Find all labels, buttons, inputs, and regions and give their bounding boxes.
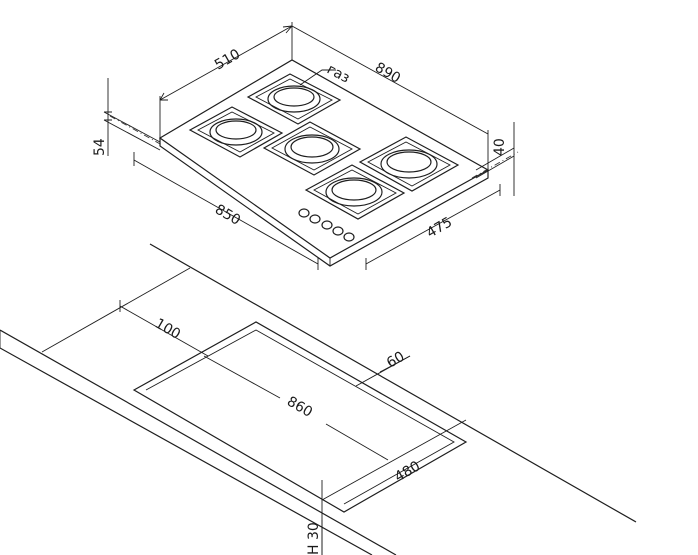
- burner-back: [246, 73, 342, 125]
- countertop: [0, 243, 637, 555]
- burner-left: [188, 106, 284, 158]
- hob-depth-label: 890: [372, 60, 403, 87]
- hob-side-length-label: 475: [424, 214, 455, 241]
- hob-height-left-label: 54: [92, 138, 108, 156]
- gas-leader-line: [299, 69, 336, 86]
- gas-inlet-label: газ: [324, 61, 352, 86]
- hob-front-length-label: 850: [212, 202, 243, 229]
- hob-height-right-label: 40: [492, 138, 508, 156]
- burner-right: [358, 136, 460, 192]
- cutout-length-label: 860: [284, 394, 315, 421]
- hob-width-label: 510: [212, 46, 243, 73]
- burner-center: [262, 121, 362, 176]
- gas-hob: [103, 22, 519, 270]
- burner-front: [304, 164, 406, 220]
- control-knobs: [298, 208, 355, 242]
- countertop-thickness-label: H 30: [306, 522, 322, 555]
- cutout-back-offset-label: 60: [384, 349, 407, 372]
